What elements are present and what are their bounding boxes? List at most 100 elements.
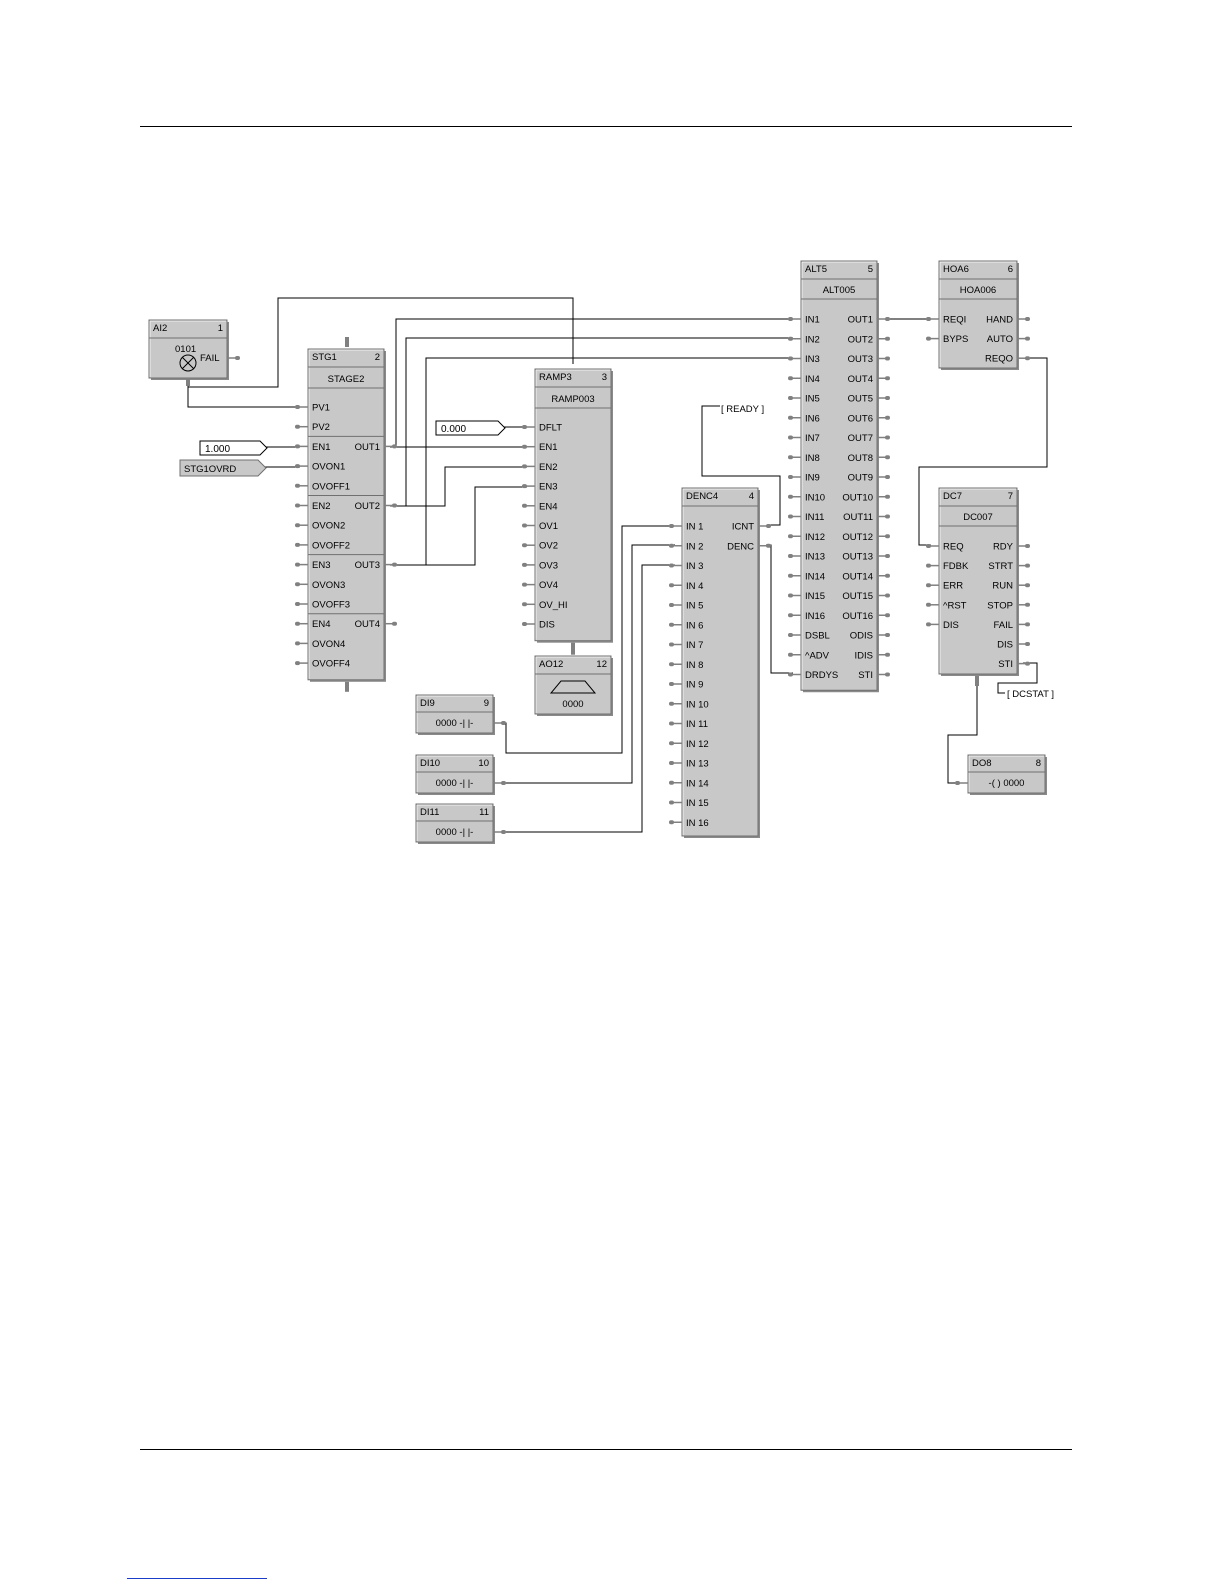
ramp3-in-3: EN3 xyxy=(539,482,557,493)
dc7-out-3: STOP xyxy=(987,600,1013,611)
do8-name: DO8 xyxy=(972,758,992,769)
wire-stg-out2-alt-in2 xyxy=(405,337,793,506)
hoa6-out-0: HAND xyxy=(986,315,1013,326)
dc7-out-1: STRT xyxy=(988,561,1013,572)
di11-name: DI11 xyxy=(420,807,439,818)
do8-value: -( ) 0000 xyxy=(989,778,1025,789)
wire-dc-do8 xyxy=(947,676,978,784)
alt5-in-6: IN7 xyxy=(805,433,820,444)
alt5-out-7: OUT8 xyxy=(848,453,873,464)
dc7-in-4: DIS xyxy=(943,620,959,631)
wire-ai2-pv1 xyxy=(187,376,300,408)
denc4-in-15: IN 16 xyxy=(686,818,709,829)
alt5-out-13: OUT14 xyxy=(842,571,873,582)
ai2-channel: 0101 xyxy=(175,344,196,355)
denc4-out-0: ICNT xyxy=(732,522,754,533)
alt5-in-3: IN4 xyxy=(805,374,820,385)
alt5-in-10: IN11 xyxy=(805,512,824,523)
alt5-in-1: IN2 xyxy=(805,334,820,345)
denc4-in-8: IN 9 xyxy=(686,680,703,691)
stg1-number: 2 xyxy=(375,352,380,363)
ramp3-in-2: EN2 xyxy=(539,462,557,473)
output-icon xyxy=(549,680,597,694)
stg1-out-1: OUT2 xyxy=(355,501,380,512)
dc7-in-3: ^RST xyxy=(943,600,967,611)
stg1-in-12: OVON4 xyxy=(312,639,345,650)
ready-tag: [ READY ] xyxy=(721,404,764,415)
ao12-value: 0000 xyxy=(562,699,583,710)
hoa6-name: HOA6 xyxy=(943,264,969,275)
di9-number: 9 xyxy=(484,698,489,709)
denc4-in-9: IN 10 xyxy=(686,699,709,710)
denc4-in-1: IN 2 xyxy=(686,541,703,552)
ramp3-in-4: EN4 xyxy=(539,501,557,512)
constant-2[interactable]: 0.000 xyxy=(435,420,506,436)
dc7-out-4: FAIL xyxy=(993,620,1013,631)
alt5-in-11: IN12 xyxy=(805,532,825,543)
hoa6-tag: HOA006 xyxy=(960,285,996,296)
stg1-in-8: EN3 xyxy=(312,560,330,571)
stg1-in-2: EN1 xyxy=(312,442,330,453)
hoa6-out-2: REQO xyxy=(985,354,1013,365)
alt5-out-5: OUT6 xyxy=(848,413,873,424)
hoa6-out-1: AUTO xyxy=(987,334,1013,345)
di10-value: 0000 -| |- xyxy=(436,778,474,789)
stg1-in-1: PV2 xyxy=(312,422,330,433)
alt5-in-7: IN8 xyxy=(805,453,820,464)
dc7-in-0: REQ xyxy=(943,542,964,553)
constant-1[interactable]: 1.000 xyxy=(199,440,268,456)
dc7-in-2: ERR xyxy=(943,581,963,592)
stg1-in-4: OVOFF1 xyxy=(312,481,350,492)
wire-hoa-reqo-dc-req xyxy=(918,357,1048,546)
alt5-out-18: STI xyxy=(858,670,873,681)
stg1-in-7: OVOFF2 xyxy=(312,540,350,551)
ramp3-in-6: OV2 xyxy=(539,541,558,552)
denc4-number: 4 xyxy=(749,491,754,502)
dc7-in-1: FDBK xyxy=(943,561,969,572)
footer-rule xyxy=(140,1449,1072,1450)
alt5-out-9: OUT10 xyxy=(842,492,873,503)
stg1-in-9: OVON3 xyxy=(312,580,345,591)
alt5-out-17: IDIS xyxy=(855,650,873,661)
alt5-out-4: OUT5 xyxy=(848,394,873,405)
stg1-tag: STAGE2 xyxy=(328,374,365,385)
dc7-tag: DC007 xyxy=(963,512,993,523)
hoa6-in-0: REQI xyxy=(943,315,966,326)
wire-ai2-fail-ramp3 xyxy=(188,297,574,388)
denc4-in-3: IN 4 xyxy=(686,581,703,592)
alt5-in-13: IN14 xyxy=(805,571,825,582)
wire-stg-out1-alt-in1 xyxy=(395,318,793,447)
stg-override-tag[interactable]: STG1OVRD xyxy=(179,459,267,477)
ramp3-in-5: OV1 xyxy=(539,521,558,532)
stg1-in-0: PV1 xyxy=(312,403,330,414)
ramp3-tag: RAMP003 xyxy=(551,394,594,405)
denc4-in-14: IN 15 xyxy=(686,798,709,809)
denc4-in-10: IN 11 xyxy=(686,719,708,730)
denc4-in-7: IN 8 xyxy=(686,660,703,671)
alt5-out-3: OUT4 xyxy=(848,374,873,385)
header-rule xyxy=(140,126,1072,127)
di10-name: DI10 xyxy=(420,758,440,769)
ramp3-number: 3 xyxy=(602,372,607,383)
alt5-out-0: OUT1 xyxy=(848,315,873,326)
denc4-in-11: IN 12 xyxy=(686,739,709,750)
alt5-in-4: IN5 xyxy=(805,394,820,405)
stg1-in-11: EN4 xyxy=(312,619,330,630)
ramp3-in-9: OV_HI xyxy=(539,600,568,611)
wire-di11-in3 xyxy=(501,564,675,833)
alt5-out-2: OUT3 xyxy=(848,354,873,365)
dc7-number: 7 xyxy=(1008,491,1013,502)
